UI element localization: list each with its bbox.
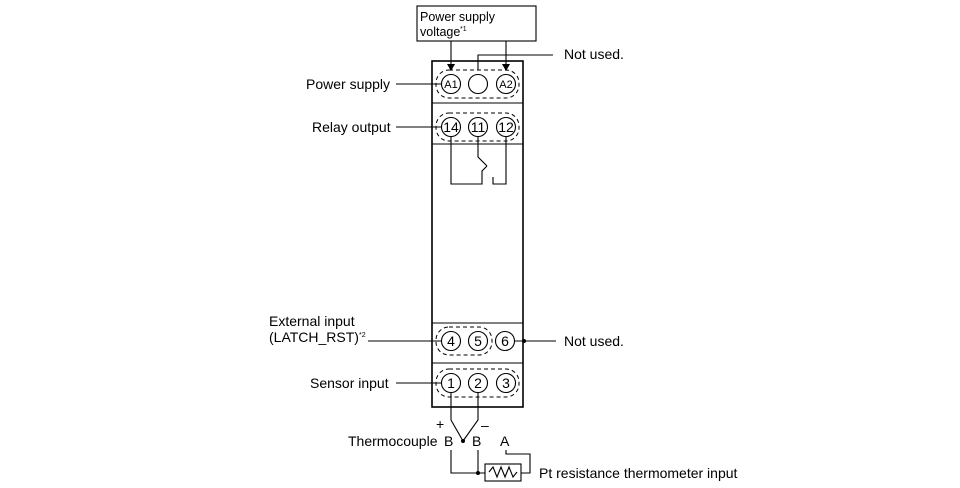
terminal-12	[495, 116, 517, 138]
thermocouple-label: Thermocouple	[348, 433, 438, 449]
terminal-6	[494, 330, 516, 352]
thermocouple-junction	[461, 439, 465, 443]
not-used-top-leader	[477, 54, 553, 70]
thermocouple-b-right: B	[472, 433, 481, 449]
terminal-unused-top	[467, 73, 489, 95]
arrow-head-a2	[502, 64, 510, 71]
minus-sign: –	[481, 417, 489, 433]
terminal-1-label: 1	[447, 375, 455, 391]
terminal-a1-label: A1	[444, 79, 457, 91]
terminal-4-label: 4	[447, 333, 455, 349]
external-input-footnote: *2	[359, 332, 366, 339]
not-used-top-label: Not used.	[564, 46, 624, 62]
terminal-11-label: 11	[471, 119, 486, 135]
not-used-bottom-label: Not used.	[564, 333, 624, 349]
terminal-5-label: 5	[474, 333, 482, 349]
terminal-6-label: 6	[501, 333, 509, 349]
terminal-12-label: 12	[498, 119, 514, 135]
terminal-a2-label: A2	[499, 79, 512, 91]
terminal-14-label: 14	[443, 119, 459, 135]
power-supply-label: Power supply	[306, 76, 390, 92]
terminal-3	[495, 372, 517, 394]
terminal-a1	[440, 73, 462, 95]
external-input-dashed-group	[435, 326, 493, 356]
terminal-a2	[495, 73, 517, 95]
terminal-2-label: 2	[474, 375, 482, 391]
rtd-wire-right	[505, 450, 531, 474]
terminal-4	[440, 330, 462, 352]
sensor-input-label: Sensor input	[310, 375, 389, 391]
terminal-5	[467, 330, 489, 352]
relay-output-label: Relay output	[312, 119, 391, 135]
terminal-11	[467, 116, 489, 138]
external-input-label-line2: (LATCH_RST)	[269, 329, 359, 345]
thermocouple-wire-plus	[450, 392, 464, 442]
external-input-label-line1: External input	[269, 313, 355, 329]
rtd-a-label: A	[500, 433, 510, 449]
power-supply-voltage-footnote: *1	[460, 26, 467, 33]
terminal-3-label: 3	[502, 375, 510, 391]
relay-contact-schematic	[450, 137, 507, 185]
power-supply-voltage-label-line1: Power supply	[420, 10, 496, 24]
resistor-zigzag	[488, 465, 518, 479]
not-used-bottom-dot	[522, 339, 526, 343]
pt-input-label: Pt resistance thermometer input	[539, 465, 738, 481]
thermocouple-b-left: B	[444, 433, 453, 449]
terminal-14	[440, 116, 462, 138]
arrow-head-a1	[447, 64, 455, 71]
power-supply-voltage-label-line2: voltage	[420, 25, 460, 39]
power-supply-voltage-box	[416, 5, 537, 42]
plus-sign: +	[436, 416, 444, 432]
rtd-wire-left	[450, 450, 485, 474]
thermocouple-wire-minus	[462, 392, 479, 442]
